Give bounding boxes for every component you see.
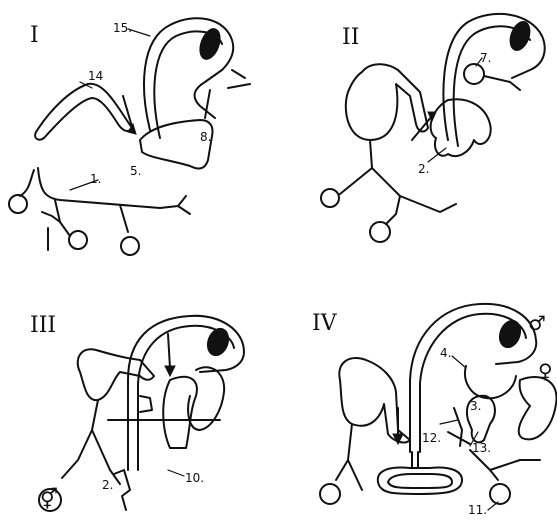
- panel-3-numeral: III: [30, 313, 56, 338]
- panel-2-duct-branch: [386, 196, 400, 224]
- panel-4-structure-4: [465, 366, 516, 398]
- panel-2-gonad-b: [370, 222, 390, 242]
- panel-4-label-12: 12.: [422, 431, 441, 445]
- panel-1-structure-14: [35, 84, 132, 140]
- panel-1-branch: [228, 70, 250, 88]
- panel-3-leader-10: [168, 470, 184, 476]
- panel-4-right-organ: [519, 377, 557, 439]
- panel-3-left-organ: [78, 349, 154, 400]
- panel-2-label-7: 7.: [480, 51, 491, 65]
- panel-4-right-gonad: [490, 484, 510, 504]
- panel-4-label-11: 11.: [468, 503, 487, 517]
- panel-4: IV ♂ ♀ 4. 3. 12. 13. 11.: [312, 304, 557, 517]
- panel-3-hermaphrodite-symbol: ⚥: [40, 487, 58, 511]
- panel-1-structure-5: [140, 120, 213, 168]
- panel-4-bottom-sac: [378, 468, 462, 495]
- panel-3-small-organ: [140, 396, 152, 412]
- panel-1-duct-branch: [48, 222, 70, 250]
- panel-2-structure-7: [464, 64, 484, 84]
- panel-1-label-1: 1.: [90, 172, 101, 186]
- panel-4-numeral: IV: [312, 311, 338, 336]
- panel-4-left-duct: [336, 424, 362, 490]
- panel-4-bottom-sac-inner: [388, 474, 452, 488]
- panel-4-dark-organ: [496, 317, 524, 350]
- panel-3-central-organ: [163, 377, 197, 448]
- panel-2-link: [484, 76, 520, 90]
- panel-3-arrow-head: [165, 366, 175, 376]
- panel-2-gonad-a: [321, 189, 339, 207]
- panel-3-structure-2: [114, 470, 130, 510]
- panel-2-left-organ: [346, 64, 428, 140]
- panel-4-neck: [412, 452, 418, 468]
- panel-1-duct: [20, 168, 190, 232]
- panel-1-label-8: 8.: [200, 130, 211, 144]
- panel-4-leader-11: [488, 502, 498, 510]
- panel-2-dark-organ: [506, 19, 533, 53]
- panel-4-left-gonad: [320, 484, 340, 504]
- panel-4-left-organ: [339, 358, 410, 442]
- panel-1-label-5: 5.: [130, 164, 141, 178]
- panel-4-leader-12: [440, 420, 458, 424]
- panel-3-arrow-shaft: [168, 334, 170, 368]
- panel-4-leader-4: [452, 356, 466, 368]
- panel-3-dark-organ: [204, 325, 232, 358]
- panel-3-left-duct-b: [92, 430, 120, 484]
- panel-1-gonad-b: [69, 231, 87, 249]
- panel-3: III ⚥ 10. 2.: [30, 313, 244, 511]
- panel-1-arrow-shaft: [123, 96, 133, 130]
- panel-3-label-10: 10.: [185, 471, 204, 485]
- panel-3-label-2: 2.: [102, 478, 113, 492]
- panel-1-label-15: 15.: [113, 21, 132, 35]
- panel-2-structure-2: [431, 99, 491, 156]
- panel-4-label-4: 4.: [440, 346, 451, 360]
- panel-3-left-duct: [62, 400, 98, 478]
- panel-4-right-duct-branch: [490, 460, 540, 470]
- panel-2-numeral: II: [342, 25, 359, 50]
- panel-1-label-14: 14: [88, 69, 103, 83]
- panel-2-label-2: 2.: [418, 162, 429, 176]
- panel-1-numeral: I: [30, 23, 39, 48]
- panel-1-gonad-a: [9, 195, 27, 213]
- panel-1: I 15. 14 8. 5. 1.: [9, 18, 250, 255]
- panel-1-gonad-c: [121, 237, 139, 255]
- panel-4-label-13: 13.: [472, 441, 491, 455]
- panel-2: II 7. 2.: [321, 14, 545, 242]
- panel-4-male-symbol: ♂: [528, 311, 546, 335]
- panel-4-label-3: 3.: [470, 399, 481, 413]
